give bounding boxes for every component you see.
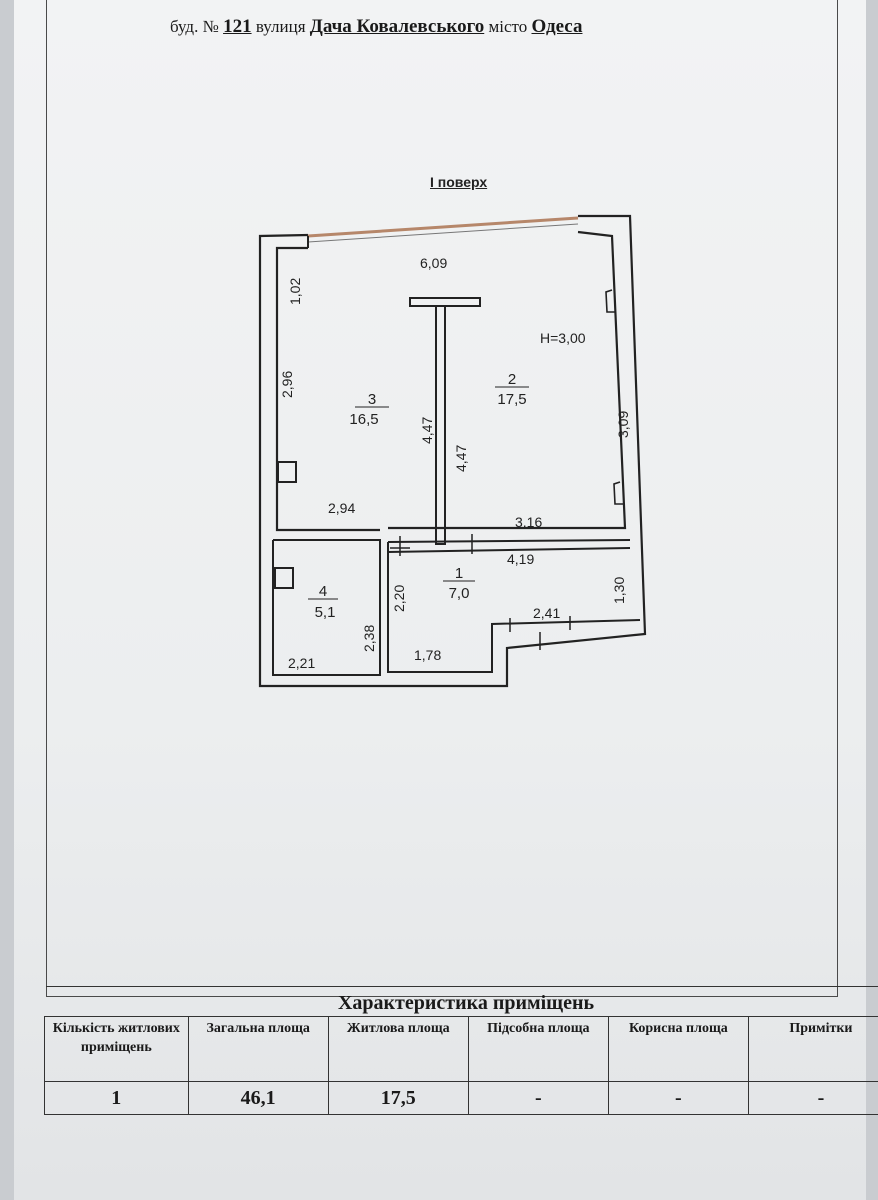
table-cell: 46,1 bbox=[187, 1081, 329, 1115]
pilaster-1 bbox=[605, 289, 615, 313]
partition-wall bbox=[409, 297, 481, 545]
room-number: 3 bbox=[368, 391, 376, 408]
room-1-label: 1 7,0 bbox=[443, 565, 475, 602]
floor-plan: 3 16,5 2 17,5 4 5,1 1 7,0 H=3,00 6,09 1,… bbox=[258, 214, 647, 688]
city-prefix: місто bbox=[488, 17, 528, 36]
ceiling-height: H=3,00 bbox=[540, 330, 586, 346]
table-cell: - bbox=[467, 1081, 609, 1115]
dimension-label: 6,09 bbox=[420, 255, 447, 271]
room-area: 7,0 bbox=[449, 585, 470, 602]
street-prefix: вулиця bbox=[255, 17, 306, 36]
header-cell: Житлова площа bbox=[327, 1016, 469, 1082]
header-cell: Корисна площа bbox=[607, 1016, 749, 1082]
table-cell: - bbox=[607, 1081, 749, 1115]
table-title: Характеристика приміщень bbox=[46, 986, 878, 1017]
bud-prefix: буд. № bbox=[170, 17, 219, 36]
dimension-label: 1,30 bbox=[611, 577, 627, 604]
room-number: 2 bbox=[508, 371, 516, 388]
table-row: 1 46,1 17,5 - - - bbox=[44, 1081, 878, 1115]
dimension-label: 1,02 bbox=[287, 278, 303, 305]
room-3-label: 3 16,5 bbox=[349, 391, 389, 428]
header-cell: Підсобна площа bbox=[467, 1016, 609, 1082]
room-area: 16,5 bbox=[349, 411, 378, 428]
street-name: Дача Ковалевського bbox=[309, 16, 485, 37]
header-cell: Кількість житлових приміщень bbox=[44, 1016, 189, 1082]
duct-2 bbox=[274, 567, 294, 589]
characteristics-table: Кількість житлових приміщень Загальна пл… bbox=[44, 1016, 878, 1115]
building-number: 121 bbox=[223, 16, 252, 37]
table-header-row: Кількість житлових приміщень Загальна пл… bbox=[44, 1016, 878, 1082]
room-number: 4 bbox=[319, 583, 327, 600]
room-number: 1 bbox=[455, 565, 463, 582]
dimension-label: 3,09 bbox=[615, 411, 631, 438]
lower-partitions bbox=[272, 539, 641, 676]
city-name: Одеса bbox=[531, 16, 583, 37]
table-cell: 17,5 bbox=[327, 1081, 469, 1115]
dimension-label: 3,16 bbox=[515, 514, 542, 530]
dimension-label: 2,20 bbox=[391, 585, 407, 612]
dimension-label: 2,21 bbox=[288, 655, 315, 671]
header-cell: Загальна площа bbox=[187, 1016, 329, 1082]
document-sheet bbox=[14, 0, 866, 1200]
address-line: буд. № 121 вулиця Дача Ковалевського міс… bbox=[170, 16, 770, 38]
header-cell: Примітки bbox=[747, 1016, 878, 1082]
room-4-label: 4 5,1 bbox=[308, 583, 338, 621]
dimension-label: 2,96 bbox=[279, 371, 295, 398]
door-ticks bbox=[390, 534, 571, 650]
table-cell: 1 bbox=[44, 1081, 189, 1115]
duct-1 bbox=[277, 461, 297, 483]
room-area: 5,1 bbox=[315, 604, 336, 621]
dimension-label: 4,47 bbox=[419, 417, 435, 444]
dimension-label: 4,47 bbox=[453, 445, 469, 472]
dimension-label: 4,19 bbox=[507, 551, 534, 567]
table-cell: - bbox=[747, 1081, 878, 1115]
room-2-label: 2 17,5 bbox=[495, 371, 529, 408]
pilaster-2 bbox=[613, 481, 623, 505]
dimension-label: 1,78 bbox=[414, 647, 441, 663]
dimension-label: 2,38 bbox=[361, 625, 377, 652]
room-area: 17,5 bbox=[497, 391, 526, 408]
floor-title: I поверх bbox=[430, 174, 488, 190]
dimension-label: 2,94 bbox=[328, 500, 355, 516]
window-top bbox=[307, 216, 579, 243]
outer-walls bbox=[258, 214, 647, 688]
dimension-label: 2,41 bbox=[533, 605, 560, 621]
page-frame bbox=[46, 0, 838, 997]
